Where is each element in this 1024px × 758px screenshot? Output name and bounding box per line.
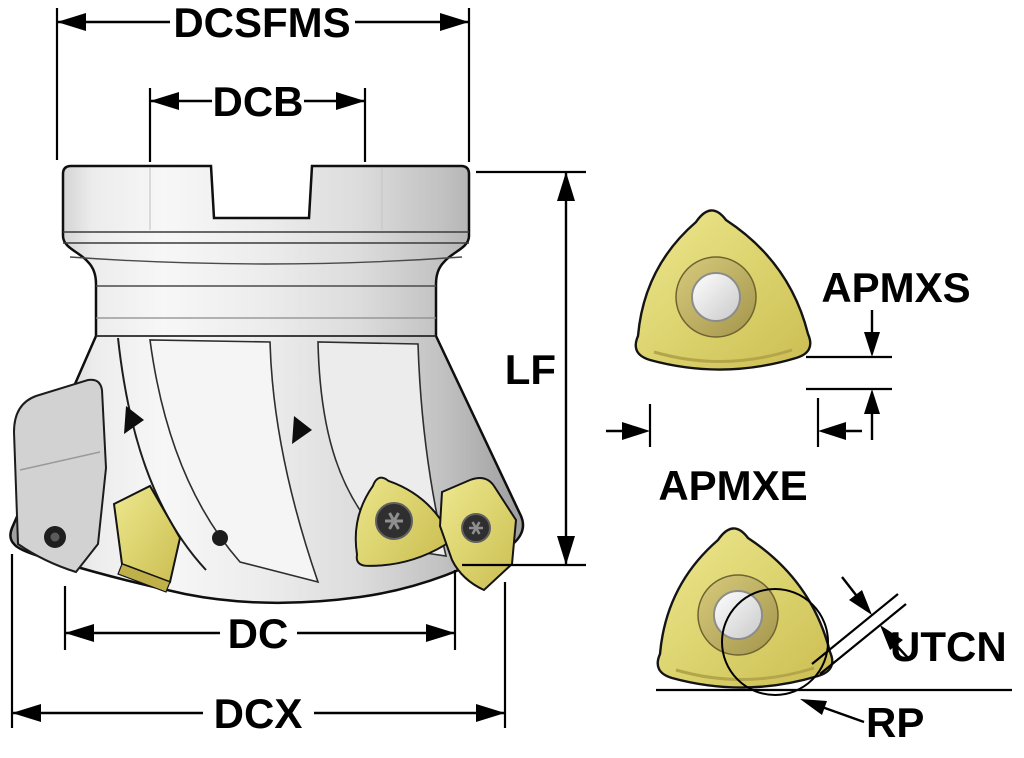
utcn-parallel-line-1 <box>811 593 899 665</box>
dim-label-utcn: UTCN <box>890 623 1007 670</box>
left-insert-edge-view <box>12 378 108 574</box>
pocket-screw-dot <box>212 530 228 546</box>
dimension-apmxe: APMXE <box>606 398 862 509</box>
insert-bottom-edge-band <box>675 666 815 681</box>
dim-label-rp: RP <box>866 699 924 746</box>
insert-detail-top: APMXS APMXE <box>606 209 971 509</box>
dc-arrowhead-left <box>65 624 94 642</box>
milling-cutter-body <box>9 164 525 605</box>
torx-recess <box>469 521 483 535</box>
insert-face-screw <box>375 502 413 540</box>
dim-label-dcb: DCB <box>213 78 304 125</box>
insert-top-bore-hole <box>691 272 741 322</box>
dimension-rp: RP <box>800 699 924 746</box>
insert-edge-view <box>112 484 182 584</box>
dim-label-apmxs: APMXS <box>821 264 970 311</box>
insert-edge-view-flank <box>117 563 171 593</box>
lf-arrowhead-top <box>557 172 575 201</box>
torx-recess <box>385 512 403 530</box>
insert-detail-bottom: UTCN RP <box>656 527 1012 746</box>
corner-radius-construction-circle <box>721 588 829 696</box>
dimension-utcn: UTCN <box>811 576 1007 675</box>
dcsfms-arrowhead-left <box>57 13 86 31</box>
dim-label-lf: LF <box>505 346 556 393</box>
dim-label-dc: DC <box>228 610 289 657</box>
dim-label-apmxe: APMXE <box>658 462 807 509</box>
utcn-parallel-line-2 <box>819 603 907 675</box>
flute-face-left <box>149 339 320 584</box>
neck-step-curve <box>69 256 463 265</box>
utcn-arrow-tail-lower <box>895 644 909 659</box>
dcx-arrowhead-right <box>476 704 505 722</box>
dimension-apmxs: APMXS <box>806 264 971 440</box>
dim-label-dcx: DCX <box>214 690 303 737</box>
pocket-shadow-tip-2 <box>292 416 312 444</box>
apmxs-arrowhead-up <box>864 389 880 414</box>
left-insert-screw-center <box>50 532 60 542</box>
flute-boundary-left <box>117 337 207 571</box>
apmxe-arrowhead-right <box>818 422 846 440</box>
left-insert-facet-line <box>19 451 101 471</box>
utcn-arrow-tail-upper <box>841 576 857 596</box>
utcn-arrowhead-lower <box>880 625 903 650</box>
apmxs-arrowhead-down <box>864 332 880 357</box>
dim-label-dcsfms: DCSFMS <box>173 0 350 46</box>
dimension-dcsfms: DCSFMS <box>55 0 471 162</box>
dcsfms-arrowhead-right <box>440 13 469 31</box>
utcn-arrowhead-upper <box>849 590 872 615</box>
rp-leader-line <box>821 705 865 724</box>
rp-arrowhead <box>800 699 827 715</box>
dcb-arrowhead-left <box>150 92 179 110</box>
pocket-shadow-tip-1 <box>124 406 144 434</box>
dimension-dcb: DCB <box>148 78 367 162</box>
dimension-dc: DC <box>63 570 457 657</box>
dc-arrowhead-right <box>426 624 455 642</box>
insert-top-edge-band <box>653 348 793 363</box>
apmxe-arrowhead-left <box>622 422 650 440</box>
lf-arrowhead-bottom <box>557 536 575 565</box>
dcx-arrowhead-left <box>12 704 41 722</box>
insert-right-screw <box>461 513 491 543</box>
dimension-lf: LF <box>462 170 586 567</box>
dcb-arrowhead-right <box>336 92 365 110</box>
insert-bottom-bore-hole <box>713 590 763 640</box>
dimension-dcx: DCX <box>10 554 507 737</box>
